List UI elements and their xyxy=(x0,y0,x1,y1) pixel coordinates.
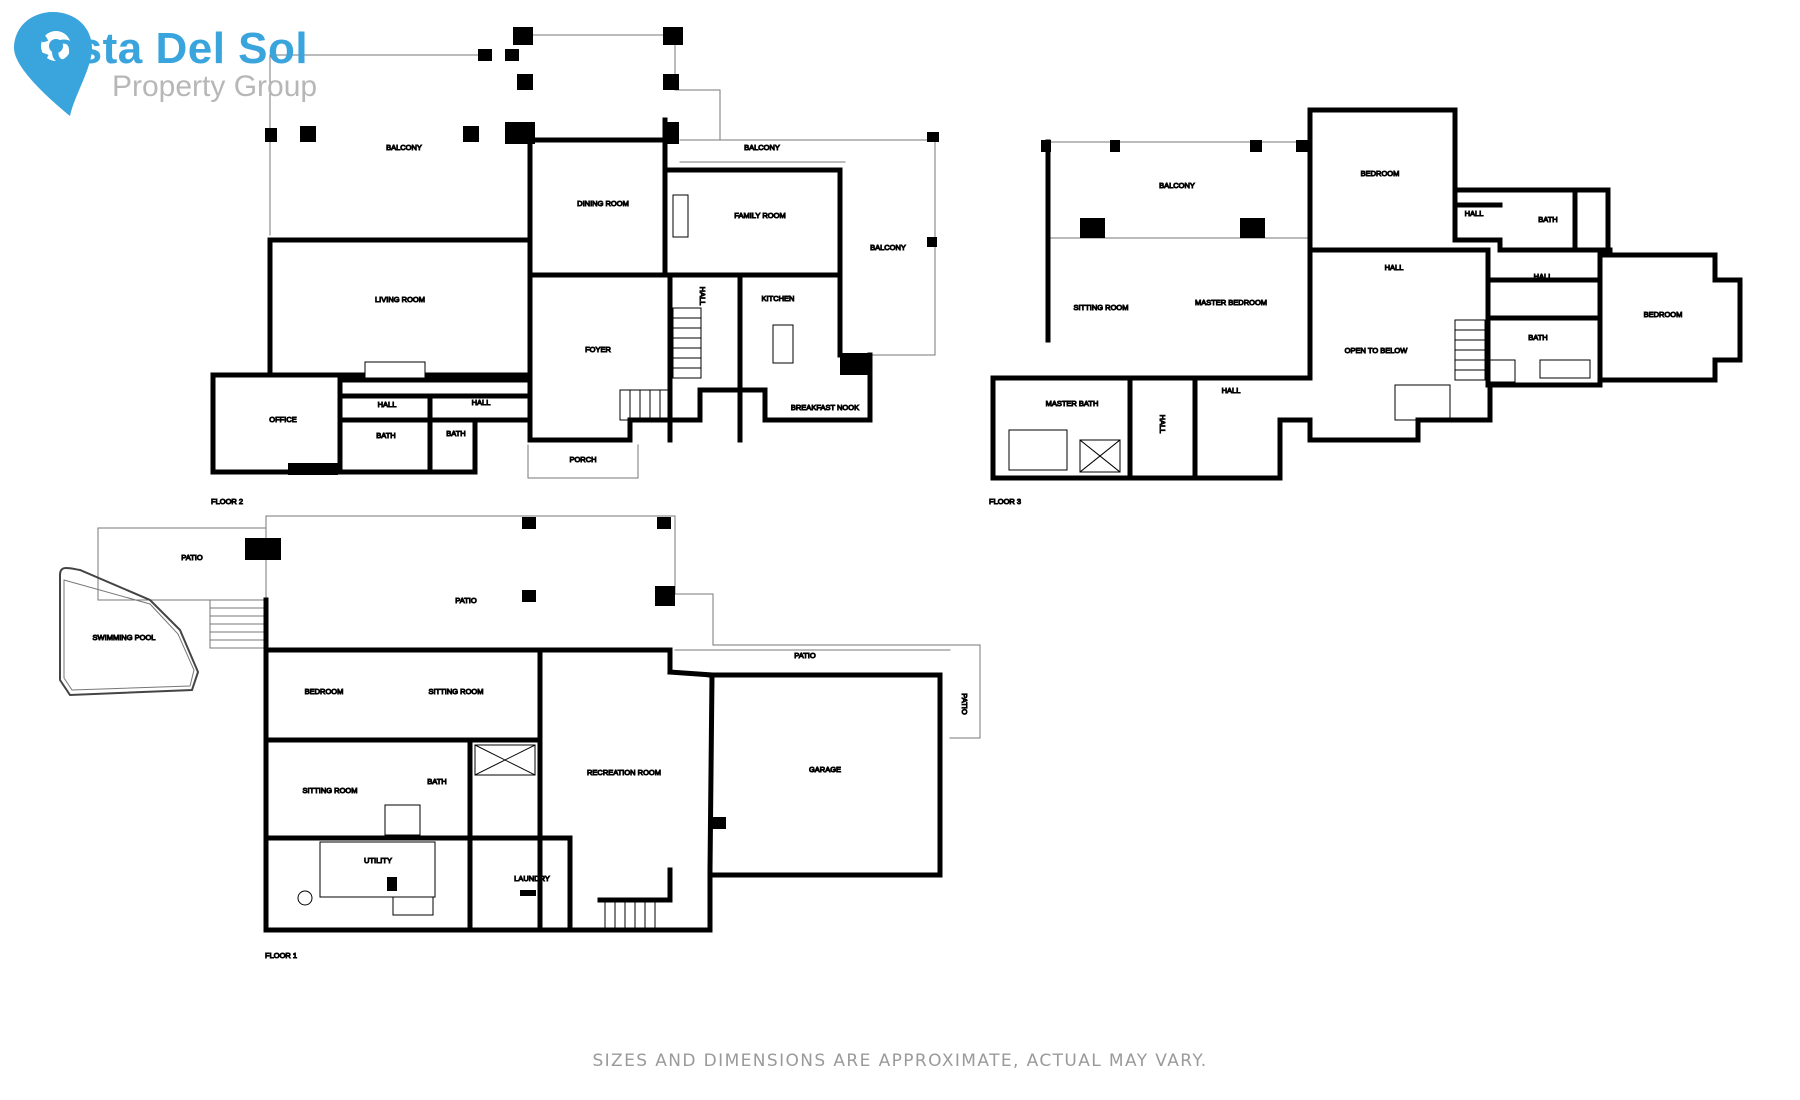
room-label-bath: BATH xyxy=(446,429,465,438)
room-label-bedroom: BEDROOM xyxy=(1644,310,1683,319)
brand-tagline: Property Group xyxy=(112,70,318,103)
room-label-hall: HALL xyxy=(1222,386,1241,395)
room-label-bedroom: BEDROOM xyxy=(305,687,344,696)
room-label-porch: PORCH xyxy=(569,455,596,464)
room-label-bath: BATH xyxy=(1538,215,1557,224)
room-label-hall: HALL xyxy=(472,398,491,407)
room-label-hall: HALL xyxy=(378,400,397,409)
room-label-bedroom: BEDROOM xyxy=(1361,169,1400,178)
disclaimer-text: SIZES AND DIMENSIONS ARE APPROXIMATE, AC… xyxy=(592,1051,1208,1071)
room-label-bath: BATH xyxy=(427,777,446,786)
room-label-laundry: LAUNDRY xyxy=(514,874,550,883)
room-label-balcony: BALCONY xyxy=(870,243,906,252)
room-label-utility: UTILITY xyxy=(364,856,392,865)
floor-1-plan: PATIO SWIMMING POOL PATIO PATIO BEDROOM … xyxy=(59,515,981,961)
room-label-patio: PATIO xyxy=(455,596,477,605)
floor-1-title: FLOOR 1 xyxy=(265,951,297,960)
room-label-living-room: LIVING ROOM xyxy=(375,295,425,304)
room-label-family-room: FAMILY ROOM xyxy=(734,211,785,220)
room-label-foyer: FOYER xyxy=(585,345,611,354)
floor-2-plan: BALCONY BALCONY BALCONY DINING ROOM FAMI… xyxy=(210,27,939,507)
room-label-patio: PATIO xyxy=(794,651,816,660)
floor-3-title: FLOOR 3 xyxy=(989,497,1021,506)
room-label-swimming-pool: SWIMMING POOL xyxy=(93,633,156,642)
room-label-bath: BATH xyxy=(376,431,395,440)
floor-3-plan: BALCONY BEDROOM HALL BATH HALL HALL SITT… xyxy=(989,107,1743,507)
room-label-patio: PATIO xyxy=(960,693,969,715)
room-label-recreation-room: RECREATION ROOM xyxy=(587,768,661,777)
room-label-bath: BATH xyxy=(1528,333,1547,342)
room-label-master-bedroom: MASTER BEDROOM xyxy=(1195,298,1267,307)
room-label-dining-room: DINING ROOM xyxy=(577,199,629,208)
room-label-master-bath: MASTER BATH xyxy=(1046,399,1099,408)
room-label-garage: GARAGE xyxy=(809,765,841,774)
room-label-sitting-room: SITTING ROOM xyxy=(303,786,358,795)
room-label-hall: HALL xyxy=(1534,272,1553,281)
floor-2-title: FLOOR 2 xyxy=(211,497,243,506)
room-label-balcony: BALCONY xyxy=(386,143,422,152)
brand-logo: Costa Del Sol Property Group xyxy=(8,8,338,118)
room-label-patio: PATIO xyxy=(181,553,203,562)
room-label-hall: HALL xyxy=(1158,415,1167,434)
room-label-open-to-below: OPEN TO BELOW xyxy=(1345,346,1409,355)
room-label-balcony: BALCONY xyxy=(744,143,780,152)
room-label-hall: HALL xyxy=(1465,209,1484,218)
room-label-balcony: BALCONY xyxy=(1159,181,1195,190)
room-label-breakfast-nook: BREAKFAST NOOK xyxy=(791,403,859,412)
room-label-sitting-room: SITTING ROOM xyxy=(429,687,484,696)
room-label-kitchen: KITCHEN xyxy=(762,294,795,303)
room-label-hall: HALL xyxy=(1385,263,1404,272)
room-label-hall: HALL xyxy=(698,287,707,306)
map-pin-icon xyxy=(14,12,92,116)
room-label-office: OFFICE xyxy=(269,415,297,424)
brand-name: Costa Del Sol xyxy=(18,24,309,73)
room-label-sitting-room: SITTING ROOM xyxy=(1074,303,1129,312)
